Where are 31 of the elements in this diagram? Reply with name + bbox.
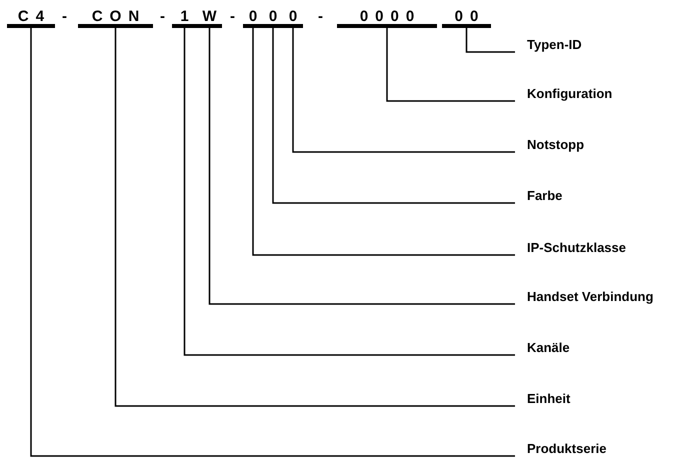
leader-line: [184, 28, 515, 356]
leader-line: [466, 28, 515, 53]
code-segment: 0: [263, 6, 283, 28]
separator-dash: -: [160, 7, 165, 27]
segment-label: Konfiguration: [515, 87, 612, 107]
code-segment: W: [197, 6, 222, 28]
segment-label: Produktserie: [515, 442, 606, 459]
segment-label: Notstopp: [515, 138, 584, 158]
code-segment: 0: [243, 6, 263, 28]
separator-dash: -: [318, 7, 323, 27]
segment-label: Kanäle: [515, 341, 570, 361]
leader-line: [386, 28, 515, 102]
code-segment: CON: [78, 6, 153, 28]
segment-label: Einheit: [515, 392, 570, 412]
code-segment: C4: [7, 6, 55, 28]
code-segment: 1: [172, 6, 197, 28]
leader-line: [114, 28, 515, 407]
code-segment: 0000: [337, 6, 437, 28]
segment-label: IP-Schutzklasse: [515, 241, 626, 261]
leader-line: [272, 28, 515, 204]
segment-label: Farbe: [515, 189, 562, 209]
separator-dash: -: [230, 7, 235, 27]
leader-line: [292, 28, 515, 153]
segment-label: Handset Verbindung: [515, 290, 654, 310]
leader-line: [252, 28, 515, 256]
segment-label: Typen-ID: [515, 38, 582, 58]
leader-line: [208, 28, 515, 305]
separator-dash: -: [62, 7, 67, 27]
leader-line: [30, 28, 515, 457]
code-segment: 00: [442, 6, 491, 28]
code-segment: 0: [283, 6, 303, 28]
